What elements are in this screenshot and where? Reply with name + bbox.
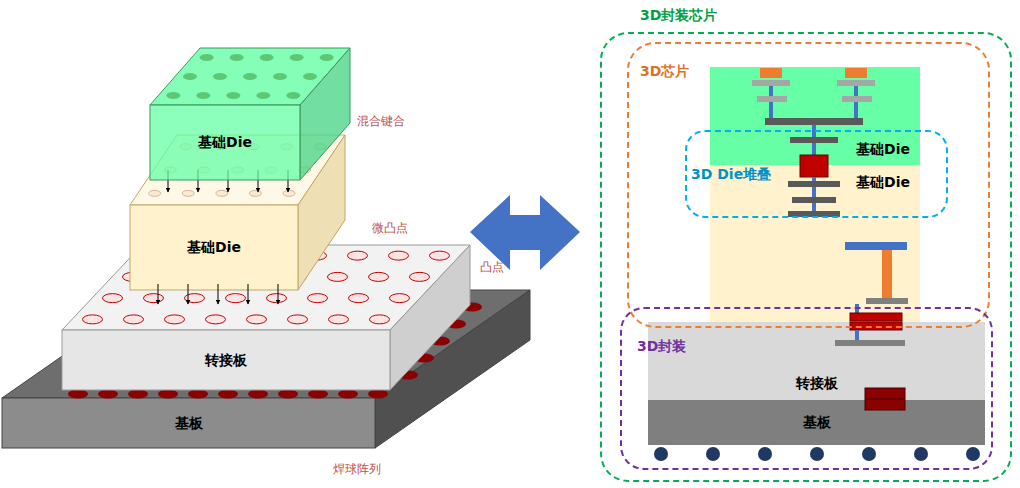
region-heading: 3D封装芯片 <box>640 7 717 24</box>
region-outline: 基础Die基础Die3D Die堆叠3D芯片转接板基板3D封装3D封装芯片 <box>600 32 1012 482</box>
die-front <box>130 205 298 290</box>
die-region <box>710 165 920 322</box>
bond-arrows <box>158 170 288 304</box>
die-front <box>150 105 300 180</box>
hybrid-bond-array <box>166 54 333 99</box>
region-label: 3D封装 <box>637 338 686 355</box>
interposer-side <box>390 245 470 390</box>
equivalence-arrow <box>470 195 580 270</box>
substrate-front <box>2 398 375 448</box>
part-label: 焊球阵列 <box>333 462 381 476</box>
layer-name: 基础Die <box>187 239 241 256</box>
region-outline: 3D Die堆叠 <box>685 130 948 218</box>
part-label: 混合键合 <box>357 114 405 128</box>
substrate-region <box>648 400 985 445</box>
region-label: 3D芯片 <box>640 63 689 80</box>
layer-name: 基础Die <box>856 141 910 158</box>
interposer-region <box>648 322 985 400</box>
layer-name: 转接板 <box>205 352 247 369</box>
layer-name: 基板 <box>803 414 831 431</box>
layer-block: 转接板 <box>62 330 390 390</box>
layer-block: 基板 <box>648 400 985 445</box>
layer-name: 基板 <box>175 415 203 432</box>
layer-name: 转接板 <box>796 375 838 392</box>
layer-block: 基板 <box>2 398 375 448</box>
layer-block: 基础Die <box>150 105 300 180</box>
interconnect-wiring <box>752 68 908 410</box>
layer-name: 基础Die <box>198 134 252 151</box>
layer-block: 基础Die <box>710 165 920 322</box>
layer-block: 转接板 <box>648 322 985 400</box>
region-outline: 基础Die 基础Die 3D Die堆叠 3D芯片 <box>627 42 990 328</box>
solder-ball-array <box>654 447 980 461</box>
die-side <box>300 48 350 180</box>
part-label: 微凸点 <box>372 221 408 235</box>
die-region <box>710 67 920 165</box>
region-outline: 转接板基板 3D封装 <box>620 307 993 470</box>
interposer-front <box>62 330 390 390</box>
layer-block: 基础Die <box>130 205 298 290</box>
layer-name: 基础Die <box>856 174 910 191</box>
part-label: 凸点 <box>480 260 504 274</box>
layer-block: 基础Die <box>710 67 920 165</box>
region-label: 3D Die堆叠 <box>691 166 771 183</box>
